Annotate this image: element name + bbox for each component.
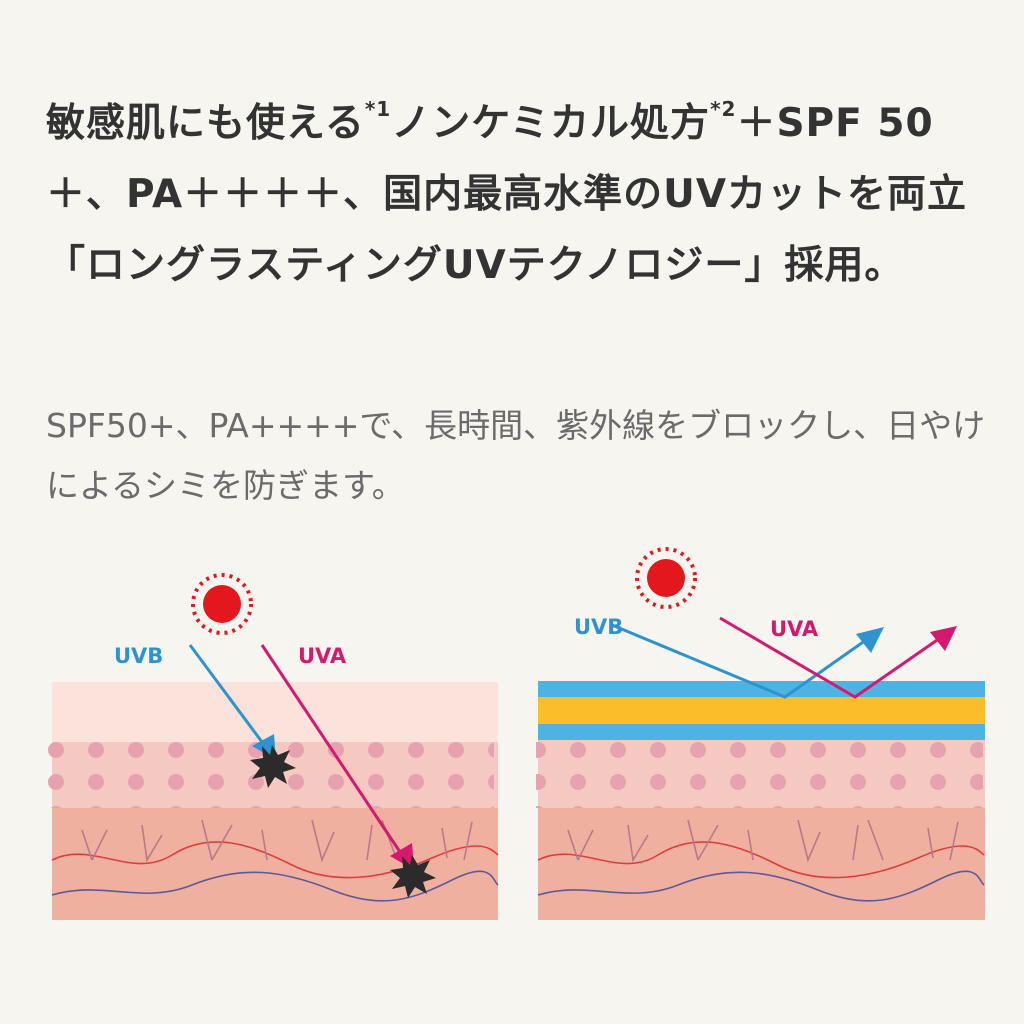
headline: 敏感肌にも使える*1ノンケミカル処方*2＋SPF 50＋、PA＋＋＋＋、国内最高… bbox=[46, 88, 996, 301]
footnote-mark-2: *2 bbox=[710, 97, 737, 121]
sun-icon bbox=[635, 547, 697, 609]
uvb-reflected-arrow bbox=[611, 623, 884, 699]
headline-text-3: ＋SPF 50＋、PA＋＋＋＋、国内最高水準のUVカットを両立「ロングラスティン… bbox=[46, 101, 968, 288]
headline-text-1: 敏感肌にも使える bbox=[46, 101, 365, 146]
skin-without-protection bbox=[48, 682, 499, 920]
skin-with-protection bbox=[536, 681, 985, 920]
damage-burst-icon bbox=[250, 745, 296, 788]
uv-diagrams: UVB UVA UVB UVA bbox=[48, 547, 985, 920]
uva-reflected-arrow bbox=[719, 616, 957, 699]
uvb-arrow bbox=[188, 644, 276, 760]
sun-icon bbox=[191, 573, 253, 635]
subtext: SPF50+、PA++++で、長時間、紫外線をブロックし、日やけによるシミを防ぎ… bbox=[46, 406, 986, 505]
footnote-mark-1: *1 bbox=[364, 97, 392, 121]
uva-label: UVA bbox=[770, 617, 819, 641]
uva-label: UVA bbox=[298, 644, 347, 668]
uvb-label: UVB bbox=[114, 644, 163, 668]
headline-text-2: ノンケミカル処方 bbox=[391, 101, 711, 146]
damage-burst-icon bbox=[390, 855, 436, 898]
